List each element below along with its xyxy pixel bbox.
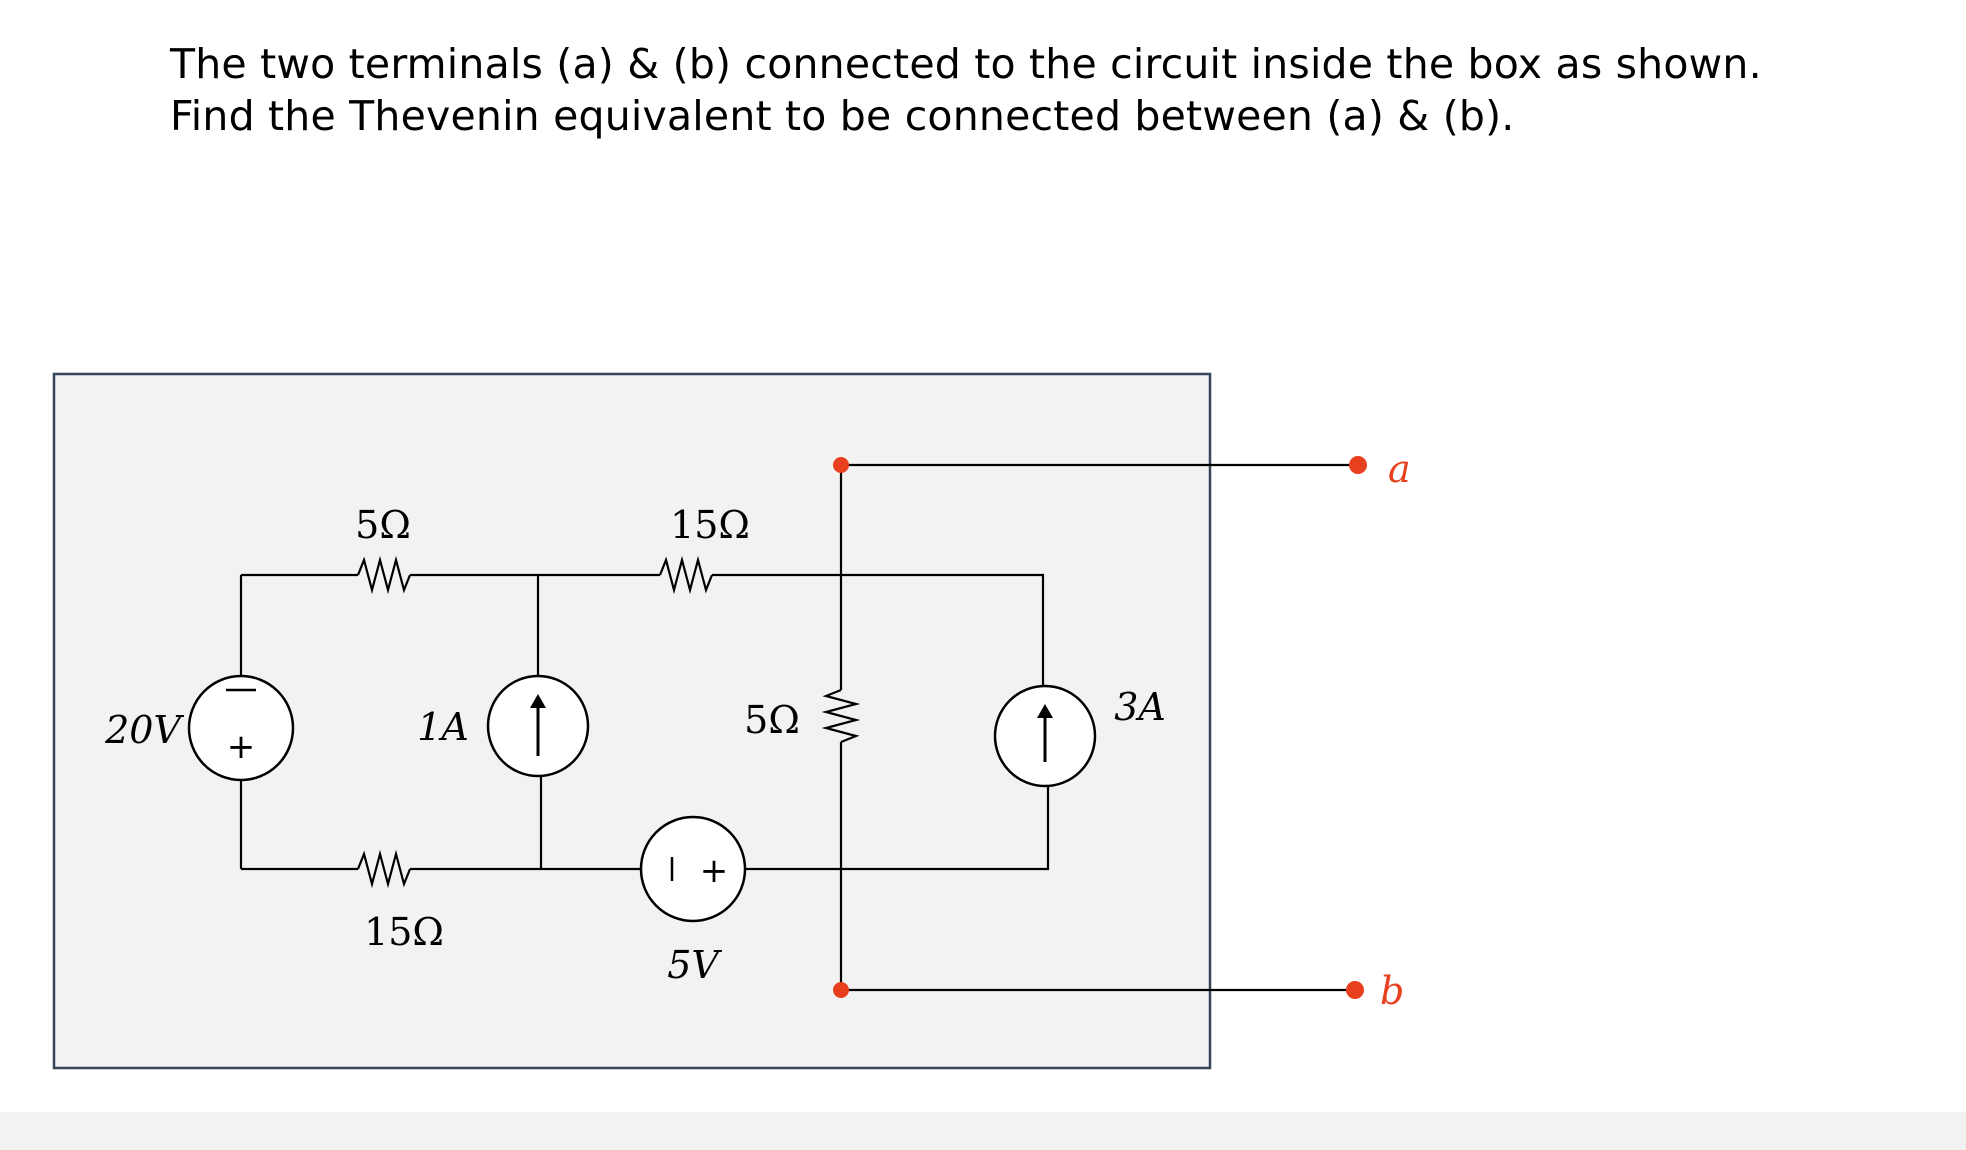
wire-bottom-right — [745, 774, 1050, 871]
plus-sign: + — [227, 727, 256, 767]
current-source-1a — [486, 674, 590, 778]
label-v-20: 20V — [104, 708, 184, 752]
label-r-bottom-left: 15Ω — [364, 910, 444, 954]
question-line-2: Find the Thevenin equivalent to be conne… — [170, 92, 1515, 140]
label-i-3: 3A — [1114, 685, 1166, 729]
terminal-b-label: b — [1380, 969, 1404, 1013]
resistor-5-vertical — [821, 688, 861, 744]
question-line-1: The two terminals (a) & (b) connected to… — [170, 40, 1762, 88]
terminal-a-dot — [1349, 456, 1367, 474]
voltage-source-20v: + — [187, 674, 295, 782]
node-bottom — [833, 982, 849, 998]
label-v-5: 5V — [667, 943, 722, 987]
wire-top-right — [712, 573, 1045, 700]
label-r-top-mid: 15Ω — [670, 503, 750, 547]
label-r-vertical: 5Ω — [744, 698, 800, 742]
wires — [239, 463, 1358, 992]
terminal-b-dot — [1346, 981, 1364, 999]
node-top — [833, 457, 849, 473]
voltage-source-5v: + — [639, 815, 747, 923]
plus-sign-5v: + — [700, 851, 729, 891]
label-r-top-left: 5Ω — [355, 503, 411, 547]
current-source-3a — [993, 684, 1097, 788]
resistor-5-top — [356, 555, 412, 595]
label-i-1: 1A — [417, 705, 469, 749]
resistor-15-top — [658, 555, 714, 595]
terminal-a-label: a — [1388, 447, 1411, 491]
resistor-15-bottom — [356, 849, 412, 889]
arrowhead-icon — [1037, 704, 1053, 718]
arrowhead-icon — [530, 694, 546, 708]
question-text: The two terminals (a) & (b) connected to… — [170, 38, 1762, 142]
bottom-band — [0, 1112, 1966, 1150]
